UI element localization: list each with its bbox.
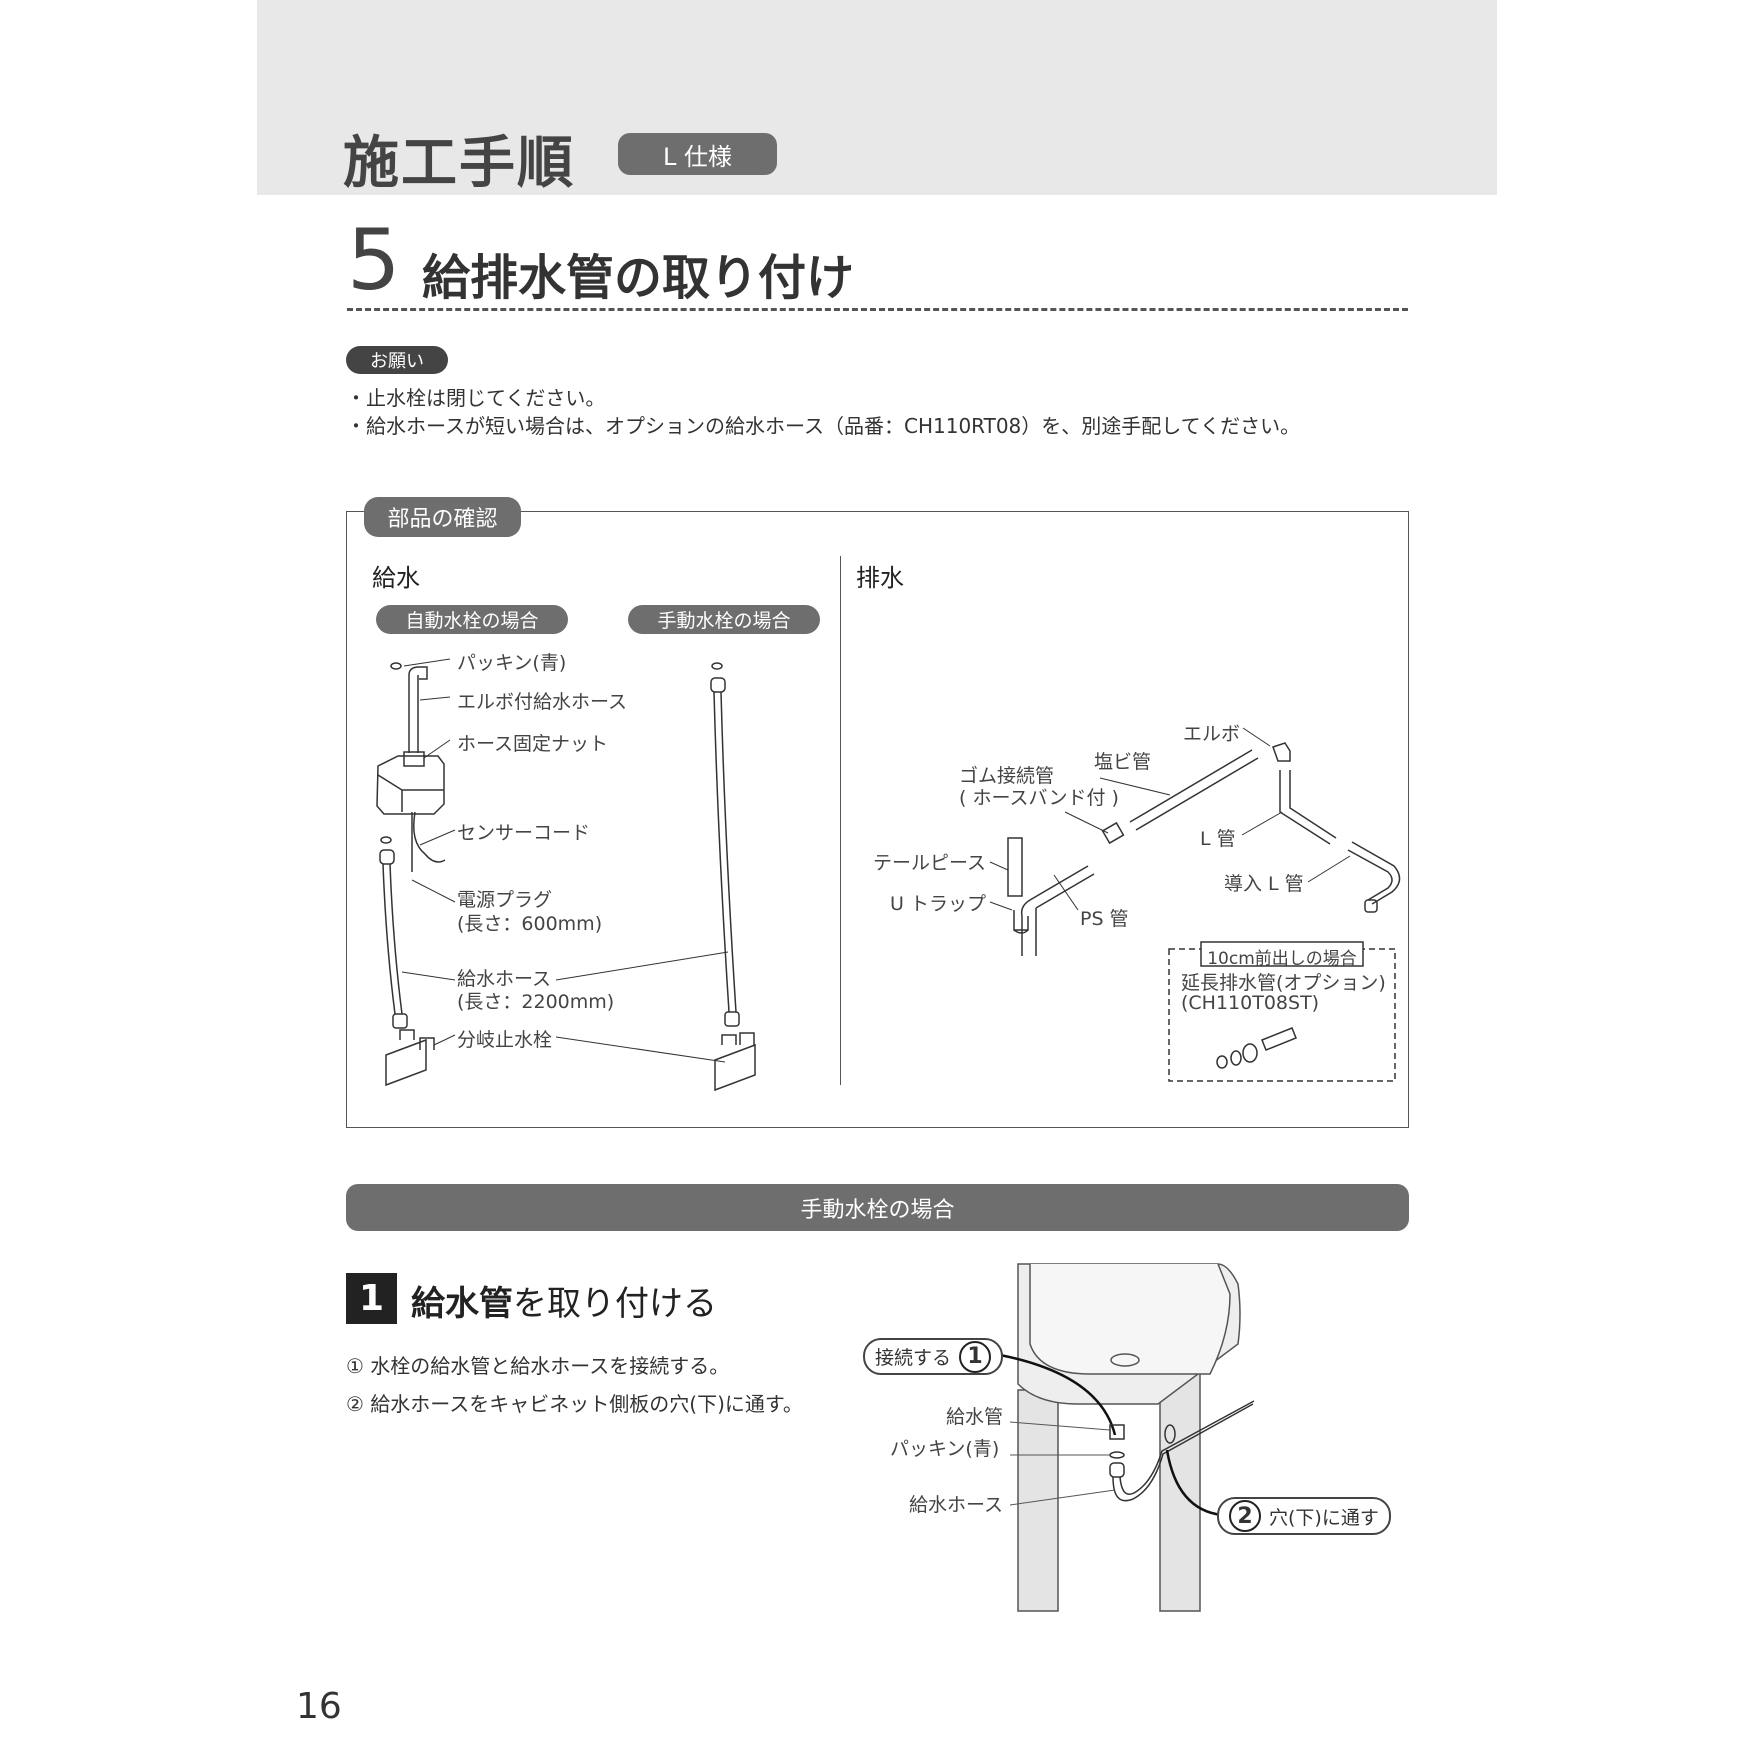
label-supply-hose-fig: 給水ホース xyxy=(909,1494,1004,1516)
auto-faucet-pill: 自動水栓の場合 xyxy=(376,605,568,634)
section-number: 5 xyxy=(347,211,401,309)
label-u-trap: U トラップ xyxy=(890,893,986,915)
callout-connect-number: 1 xyxy=(959,1340,992,1373)
label-hose-band: ( ホースバンド付 ) xyxy=(959,787,1119,809)
step-number: 1 xyxy=(346,1273,397,1324)
label-pvc-pipe: 塩ビ管 xyxy=(1094,751,1152,773)
instruction: ① 水栓の給水管と給水ホースを接続する。 xyxy=(346,1354,730,1378)
divider xyxy=(347,308,1408,311)
parts-tab: 部品の確認 xyxy=(364,497,521,537)
section-title: 給排水管の取り付け xyxy=(422,250,855,306)
label-hose-nut: ホース固定ナット xyxy=(457,733,609,755)
instruction: ② 給水ホースをキャビネット側板の穴(下)に通す。 xyxy=(346,1392,803,1416)
callout-pass-number: 2 xyxy=(1229,1500,1261,1532)
step-title-rest: を取り付ける xyxy=(513,1284,717,1324)
header-band xyxy=(257,0,1497,195)
label-l-pipe: L 管 xyxy=(1200,828,1236,850)
label-supply-pipe: 給水管 xyxy=(946,1406,1004,1428)
notice-badge: お願い xyxy=(346,346,448,374)
spec-badge: L 仕様 xyxy=(618,133,777,175)
column-divider xyxy=(840,556,841,1085)
callout-pass-hole: 2 穴(下)に通す xyxy=(1217,1497,1391,1535)
label-tailpiece: テールピース xyxy=(873,852,987,874)
label-intro-l-pipe: 導入 L 管 xyxy=(1224,873,1304,895)
label-hose-length: (長さ：2200mm) xyxy=(457,991,615,1013)
label-packing: パッキン(青) xyxy=(457,652,567,674)
label-packing-blue: パッキン(青) xyxy=(890,1438,1000,1460)
label-power-plug: 電源プラグ xyxy=(457,889,553,911)
manual-faucet-band: 手動水栓の場合 xyxy=(346,1184,1409,1231)
step-title: 給水管を取り付ける xyxy=(411,1276,717,1325)
option-code: (CH110T08ST) xyxy=(1181,992,1320,1014)
callout-pass-text: 穴(下)に通す xyxy=(1269,1506,1379,1529)
label-plug-length: (長さ：600mm) xyxy=(457,913,603,935)
callout-connect: 接続する 1 xyxy=(863,1338,1004,1375)
page-number: 16 xyxy=(296,1686,342,1727)
label-elbow: エルボ xyxy=(1183,723,1241,745)
notice-item: ・止水栓は閉じてください。 xyxy=(346,386,606,410)
label-sensor-cord: センサーコード xyxy=(457,822,591,844)
manual-faucet-pill: 手動水栓の場合 xyxy=(628,605,820,634)
callout-connect-text: 接続する xyxy=(875,1347,952,1369)
label-stop-valve: 分岐止水栓 xyxy=(457,1029,553,1051)
page-title: 施工手順 xyxy=(343,131,575,196)
supply-heading: 給水 xyxy=(372,564,420,592)
label-rubber-joint: ゴム接続管 xyxy=(959,765,1055,787)
label-elbow-hose: エルボ付給水ホース xyxy=(457,691,628,713)
step-title-bold: 給水管 xyxy=(411,1284,513,1324)
option-name: 延長排水管(オプション) xyxy=(1181,972,1386,994)
notice-item: ・給水ホースが短い場合は、オプションの給水ホース（品番：CH110RT08）を、… xyxy=(346,414,1301,438)
drain-heading: 排水 xyxy=(856,564,904,592)
label-supply-hose: 給水ホース xyxy=(457,968,552,990)
parts-box xyxy=(346,511,1409,1128)
option-condition-label: 10cm前出しの場合 xyxy=(1207,949,1357,969)
label-ps-pipe: PS 管 xyxy=(1080,908,1129,930)
